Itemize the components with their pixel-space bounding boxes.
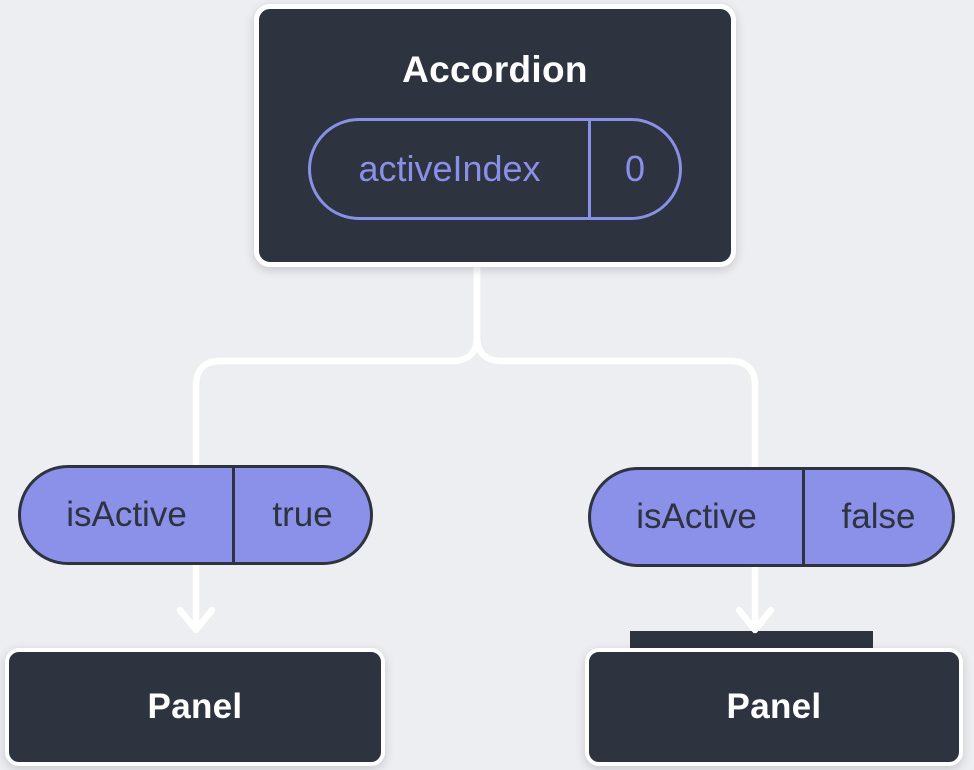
prop-value: false [841, 497, 916, 536]
pill-divider [802, 470, 805, 564]
prop-pill-right: isActive false [588, 467, 955, 567]
accordion-node: Accordion activeIndex 0 [254, 4, 736, 267]
connector-branch-right [473, 264, 759, 631]
arrow-down-icon [176, 606, 216, 634]
panel-title: Panel [726, 687, 822, 726]
prop-name: isActive [636, 497, 757, 536]
state-pill: activeIndex 0 [308, 118, 682, 220]
cropped-box-edge [630, 631, 873, 649]
arrow-down-icon [735, 606, 775, 634]
pill-divider [588, 121, 591, 217]
state-value: 0 [624, 148, 646, 189]
connector-branch-left [192, 264, 481, 631]
component-title: Accordion [402, 49, 588, 90]
panel-node-left: Panel [5, 648, 385, 766]
panel-title: Panel [147, 687, 243, 726]
prop-name: isActive [66, 495, 187, 534]
state-name: activeIndex [358, 148, 541, 189]
prop-value: true [272, 495, 333, 534]
pill-divider [232, 468, 235, 562]
prop-pill-left: isActive true [18, 465, 373, 565]
panel-node-right: Panel [585, 648, 963, 766]
